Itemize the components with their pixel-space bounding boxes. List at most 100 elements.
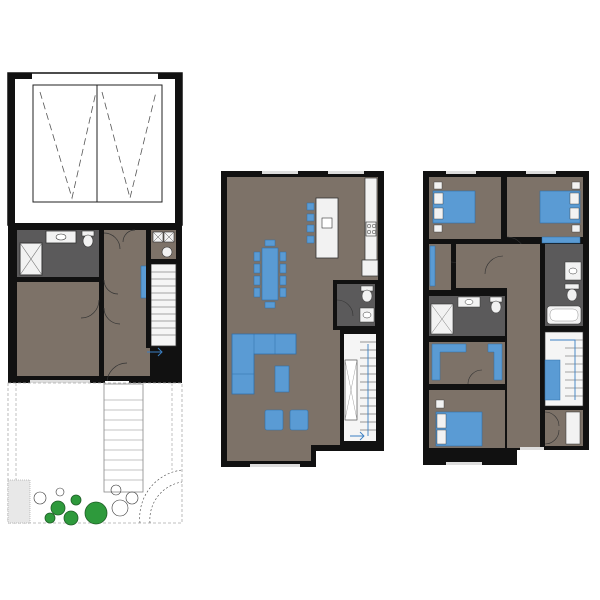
upper-bath-toilet-tank bbox=[564, 283, 580, 290]
main-floor-plan bbox=[221, 171, 384, 467]
burner bbox=[371, 229, 377, 235]
main-stair-arrow bbox=[350, 344, 369, 441]
bedroom-3-pillow bbox=[569, 192, 580, 205]
walk-in-closet-shelves bbox=[431, 343, 467, 381]
main-notch-wall bbox=[311, 445, 384, 451]
bath-door-swing bbox=[103, 232, 121, 250]
refrigerator bbox=[361, 259, 379, 277]
shrub-outline bbox=[55, 487, 65, 497]
main-window-bottom bbox=[250, 464, 300, 467]
partition-laundry-stair bbox=[151, 259, 176, 264]
upper-bath-sink bbox=[568, 267, 578, 275]
hall-door-swing bbox=[103, 307, 121, 325]
main-window-top-right bbox=[328, 171, 364, 174]
primary-pillow bbox=[436, 413, 447, 429]
hall-door-swing bbox=[484, 255, 504, 275]
entry-door-swing bbox=[106, 362, 128, 384]
ground-stair-treads bbox=[151, 271, 176, 336]
burner bbox=[371, 223, 377, 229]
dining-chairs bbox=[253, 239, 287, 309]
walkway-steps bbox=[104, 399, 143, 481]
shrub bbox=[84, 501, 108, 525]
upper-stair-arrow bbox=[550, 339, 576, 400]
bathroom-sink bbox=[55, 233, 67, 241]
island-stools bbox=[306, 202, 315, 244]
powder-toilet-bowl bbox=[361, 289, 373, 303]
burner bbox=[366, 229, 372, 235]
garage-wall-top-right bbox=[158, 73, 182, 79]
dining-chair bbox=[253, 275, 261, 286]
primary-pillow bbox=[436, 429, 447, 445]
front-yard bbox=[7, 382, 183, 524]
bedroom-2-nightstand bbox=[433, 181, 443, 190]
upper-bottom-window bbox=[520, 447, 544, 450]
primary-window bbox=[446, 462, 482, 465]
hall-floor bbox=[104, 230, 150, 376]
dining-chair bbox=[253, 251, 261, 262]
stool bbox=[306, 202, 315, 211]
gravel-bed bbox=[7, 479, 31, 524]
shrub-outline bbox=[33, 491, 47, 505]
bedroom-floor bbox=[17, 282, 99, 376]
closet-door-swing bbox=[103, 279, 119, 295]
main-window-top-left bbox=[262, 171, 298, 174]
shrub-outline bbox=[111, 499, 129, 517]
shrub bbox=[44, 512, 56, 524]
dining-chair bbox=[264, 301, 276, 309]
stool bbox=[306, 224, 315, 233]
upper-hall bbox=[456, 244, 540, 288]
dining-table bbox=[261, 247, 279, 301]
laundry-mark bbox=[152, 231, 175, 243]
upper-bath-toilet bbox=[566, 288, 578, 302]
upper-closet-2-shelf bbox=[565, 411, 581, 445]
water-heater bbox=[161, 246, 173, 258]
ground-floor-plan bbox=[7, 72, 183, 526]
stair-arrow bbox=[147, 347, 163, 357]
ensuite-sink bbox=[464, 299, 474, 305]
upper-hall-lower bbox=[507, 288, 540, 448]
planting-arc bbox=[139, 469, 183, 524]
lounge-chair-right bbox=[289, 409, 309, 431]
bedroom-2-pillow bbox=[433, 192, 444, 205]
planting-arc-2 bbox=[149, 481, 183, 524]
upper-linen bbox=[544, 359, 561, 401]
dining-chair bbox=[264, 239, 276, 247]
shrub-outline bbox=[125, 491, 139, 505]
bedroom-door-swing bbox=[80, 299, 100, 319]
walkway bbox=[103, 383, 144, 493]
shrub bbox=[50, 500, 66, 516]
closet-2-door-swing bbox=[544, 411, 560, 427]
garage-wall-left bbox=[8, 73, 15, 225]
stair-void-cross bbox=[344, 359, 358, 421]
bedroom-3-window bbox=[526, 171, 556, 174]
partition-bed-hall bbox=[99, 230, 104, 380]
ensuite-shower-cross bbox=[430, 303, 454, 335]
shrub-outline bbox=[110, 484, 122, 496]
kitchen-counter bbox=[364, 177, 378, 261]
closet-2-door-swing bbox=[544, 429, 560, 445]
powder-door-swing bbox=[336, 299, 354, 317]
range bbox=[365, 221, 377, 237]
shrub bbox=[63, 510, 79, 526]
landscaping bbox=[7, 469, 183, 526]
walk-in-door-swing bbox=[467, 369, 483, 385]
shrub bbox=[70, 494, 82, 506]
upper-bath-tub-inner bbox=[549, 308, 579, 322]
primary-nightstand bbox=[435, 399, 445, 409]
ground-stair bbox=[150, 263, 177, 347]
garage-swing-right bbox=[101, 91, 157, 199]
upper-closet-1-shelf bbox=[429, 245, 436, 287]
toilet-bowl bbox=[82, 234, 94, 248]
garage-wall-right bbox=[175, 73, 182, 225]
stool bbox=[306, 235, 315, 244]
bedroom-2-nightstand bbox=[433, 224, 443, 233]
upper-floor-plan bbox=[423, 171, 589, 465]
dining-chair bbox=[253, 263, 261, 274]
walk-in-closet-shelves bbox=[487, 343, 503, 381]
garage-wall-top-left bbox=[8, 73, 32, 79]
burner bbox=[366, 223, 372, 229]
ensuite-toilet bbox=[490, 300, 502, 314]
dining-chair bbox=[253, 287, 261, 298]
main-floor-notch bbox=[227, 445, 311, 461]
dining-chair bbox=[279, 287, 287, 298]
